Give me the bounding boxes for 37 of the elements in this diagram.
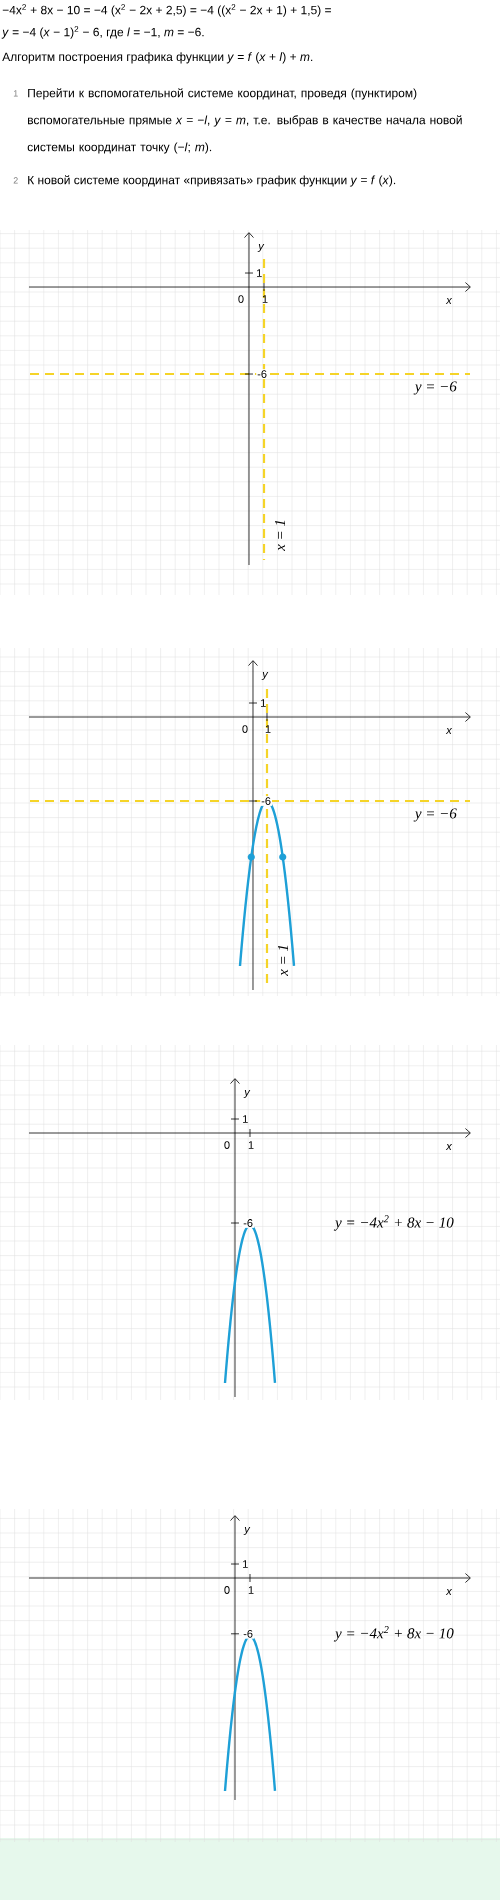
item-number: 2: [13, 177, 18, 184]
tick-label: -6: [242, 1218, 254, 1228]
axis-label: y: [261, 672, 269, 681]
tick-label: -6: [256, 369, 268, 379]
tick-label: 1: [261, 699, 266, 707]
axis-label: y: [243, 1526, 251, 1536]
tick-label: 0: [224, 1141, 230, 1149]
tick-label: -6: [242, 1628, 254, 1639]
text-line: Алгоритм построения графика функции y = f (x + l) + m.: [2, 52, 313, 64]
equation-label: y = −4x$^{2}$ + 8x − 10: [333, 1215, 454, 1231]
line-label: y = −6: [413, 808, 457, 822]
tick-label: 0: [242, 725, 248, 733]
tick-label: 0: [238, 295, 244, 303]
line-label: x = 1: [278, 945, 288, 977]
line-label: x = 1: [275, 520, 285, 552]
tick-label: 1: [243, 1115, 248, 1123]
axis-label: x: [445, 1144, 453, 1150]
tick-label: 1: [248, 1586, 254, 1594]
axis-label: x: [445, 728, 453, 734]
text-line: К новой системе координат «привязать» график функции y = f (x).: [28, 175, 396, 187]
tick-label: 1: [243, 1560, 248, 1568]
text-line: y = −4 (x − 1)$^{2}$ − 6, где l = −1, m = −6.: [1, 26, 204, 39]
tick-label: 1: [248, 1141, 254, 1149]
axis-label: x: [445, 1589, 453, 1595]
axis-label: y: [243, 1089, 251, 1099]
text-line: −4x$^{2}$ + 8x − 10 = −4 (x$^{2}$ − 2x + 2,5) = −4 ((x$^{2}$ − 2x + 1) + 1,5) =: [2, 4, 331, 17]
equation-label: y = −4x$^{2}$ + 8x − 10: [333, 1626, 454, 1642]
tick-label: 0: [224, 1586, 230, 1594]
item-number: 1: [13, 90, 18, 97]
line-label: y = −6: [413, 381, 457, 395]
paragraph: Перейти к вспомогательной системе координат, проведя (пунктиром) вспомогательные прямые x = −l, y = m, т.е. выбрав в качестве начала новой системы координат точку (−l; m).: [27, 88, 462, 154]
axis-label: x: [445, 298, 453, 304]
tick-label: 1: [257, 269, 262, 277]
tick-label: 1: [265, 725, 271, 733]
axis-label: y: [257, 244, 265, 253]
tick-label: -6: [260, 796, 272, 806]
tick-label: 1: [262, 295, 268, 303]
